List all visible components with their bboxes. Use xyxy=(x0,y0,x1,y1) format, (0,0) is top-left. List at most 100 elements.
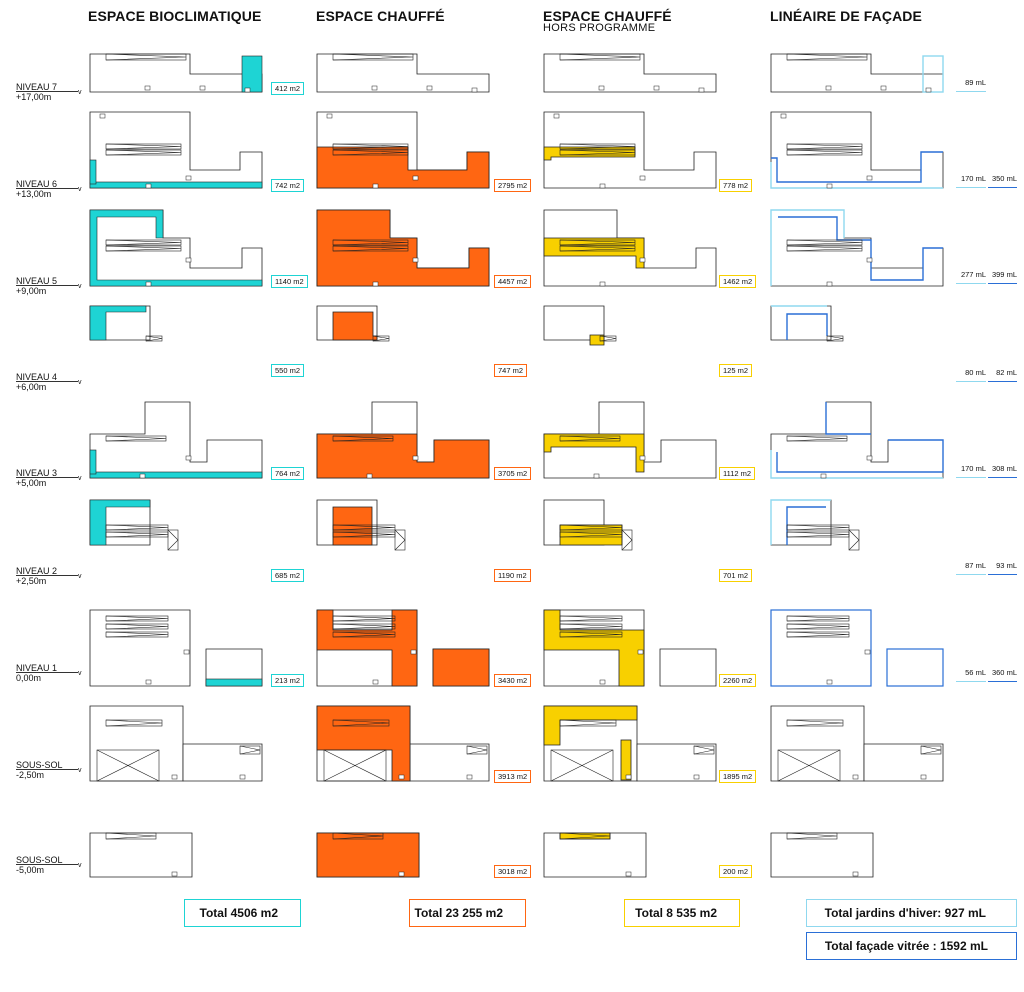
hors-fill xyxy=(620,739,632,781)
area-badge-hors-programme: 1462 m2 xyxy=(719,275,757,288)
door-mark xyxy=(185,455,192,461)
bio-fill xyxy=(89,209,263,287)
facade-line xyxy=(786,313,828,340)
door-mark xyxy=(372,281,379,287)
facade-line xyxy=(771,151,943,183)
stair-shape xyxy=(786,143,863,150)
door-mark xyxy=(171,774,178,780)
bio-fill xyxy=(205,678,263,687)
header-bioclimatique: ESPACE BIOCLIMATIQUE xyxy=(88,8,262,24)
door-mark xyxy=(372,679,379,685)
plan-outline xyxy=(863,743,944,782)
plan-outline xyxy=(89,832,193,878)
stair-shape xyxy=(105,631,169,638)
door-mark xyxy=(398,774,405,780)
level-name: NIVEAU 7 xyxy=(16,82,58,92)
facade-length: 93 mL xyxy=(996,561,1017,570)
area-badge-bioclimatique: 550 m2 xyxy=(271,364,305,377)
level-line xyxy=(16,864,78,865)
stair-shape xyxy=(167,529,179,551)
stair-shape xyxy=(332,631,396,638)
jardin-bar xyxy=(956,91,986,92)
total-facade: Total façade vitrée : 1592 mL xyxy=(806,932,1017,960)
door-mark xyxy=(410,649,417,655)
level-name: SOUS-SOL xyxy=(16,760,63,770)
area-badge-hors-programme: 200 m2 xyxy=(719,865,753,878)
level-name: NIVEAU 1 xyxy=(16,663,58,673)
level-line xyxy=(16,91,78,92)
stair-shape xyxy=(332,53,414,61)
door-mark xyxy=(366,473,373,479)
jardin-length: 170 mL xyxy=(960,174,986,183)
jardin-bar xyxy=(956,477,986,478)
level-arrow-icon: v xyxy=(78,89,82,96)
total-jardins: Total jardins d'hiver: 927 mL xyxy=(806,899,1017,927)
level-arrow-icon: v xyxy=(78,670,82,677)
header-hors-programme-sub: HORS PROGRAMME xyxy=(543,22,656,34)
area-badge-hors-programme: 125 m2 xyxy=(719,364,753,377)
level-name: NIVEAU 3 xyxy=(16,468,58,478)
ramp-shape xyxy=(550,749,614,782)
door-mark xyxy=(698,87,705,93)
level-arrow-icon: v xyxy=(78,186,82,193)
area-badge-bioclimatique: 685 m2 xyxy=(271,569,305,582)
stair-shape xyxy=(105,245,182,252)
stair-shape xyxy=(786,832,838,840)
area-badge-bioclimatique: 1140 m2 xyxy=(271,275,308,288)
door-mark xyxy=(326,113,333,119)
stair-shape xyxy=(559,239,636,246)
hors-fill xyxy=(559,832,611,840)
facade-bar xyxy=(988,283,1017,284)
facade-length: 308 mL xyxy=(991,464,1017,473)
stair-shape xyxy=(105,435,167,442)
bio-fill xyxy=(241,55,263,93)
level-height: 0,00m xyxy=(16,673,42,683)
jardin-bar xyxy=(956,381,986,382)
level-height: +17,00m xyxy=(16,92,52,102)
door-mark xyxy=(826,679,833,685)
area-badge-chauffe: 2795 m2 xyxy=(494,179,532,192)
door-mark xyxy=(239,774,246,780)
stair-shape xyxy=(105,623,169,630)
stair-shape xyxy=(559,435,621,442)
stair-shape xyxy=(332,143,409,150)
level-height: +13,00m xyxy=(16,189,52,199)
level-arrow-icon: v xyxy=(78,283,82,290)
ramp-shape xyxy=(96,749,160,782)
level-name: NIVEAU 6 xyxy=(16,179,58,189)
stair-shape xyxy=(332,832,384,840)
plan-outline xyxy=(543,832,647,878)
area-badge-hors-programme: 2260 m2 xyxy=(719,674,757,687)
door-mark xyxy=(864,649,871,655)
door-mark xyxy=(925,87,932,93)
door-mark xyxy=(653,85,660,91)
door-mark xyxy=(471,87,478,93)
header-hors-programme: ESPACE CHAUFFÉ xyxy=(543,8,672,24)
stair-shape xyxy=(394,529,406,551)
stair-shape xyxy=(848,529,860,551)
door-mark xyxy=(145,679,152,685)
stair-shape xyxy=(372,335,390,342)
header-chauffe: ESPACE CHAUFFÉ xyxy=(316,8,445,24)
area-badge-hors-programme: 1895 m2 xyxy=(719,770,757,783)
door-mark xyxy=(866,257,873,263)
stair-shape xyxy=(621,529,633,551)
door-mark xyxy=(852,871,859,877)
stair-shape xyxy=(559,631,623,638)
door-mark xyxy=(598,85,605,91)
stair-shape xyxy=(559,623,623,630)
stair-shape xyxy=(332,719,390,727)
stair-shape xyxy=(826,335,844,342)
jardin-line xyxy=(770,499,831,545)
stair-shape xyxy=(621,529,633,551)
door-mark xyxy=(183,649,190,655)
jardin-length: 56 mL xyxy=(965,668,986,677)
hors-fill xyxy=(543,237,645,269)
facade-bar xyxy=(988,681,1017,682)
stair-shape xyxy=(332,149,409,156)
stair-shape xyxy=(332,245,409,252)
level-name: NIVEAU 2 xyxy=(16,566,58,576)
door-mark xyxy=(599,281,606,287)
